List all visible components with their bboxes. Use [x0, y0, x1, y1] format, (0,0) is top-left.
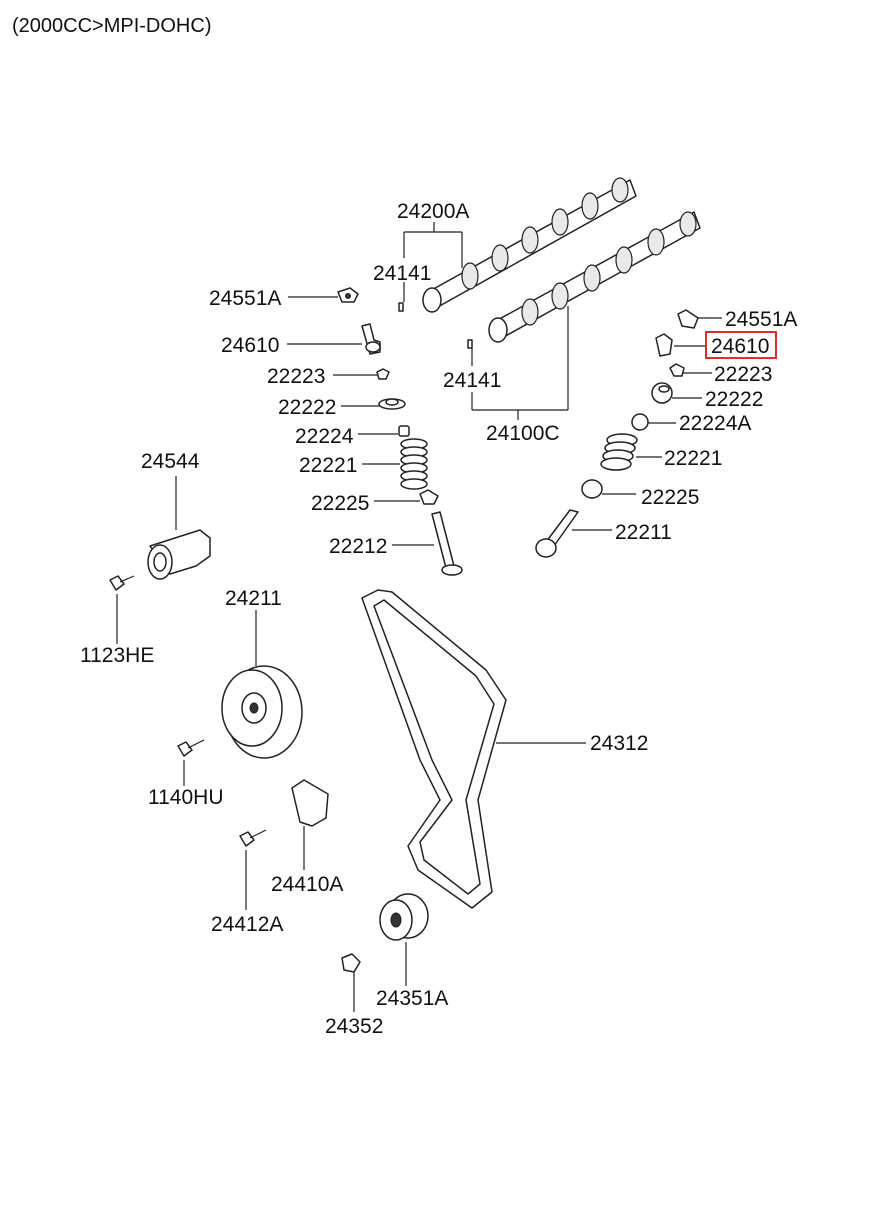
label-24200A[interactable]: 24200A	[397, 200, 469, 223]
label-24610-right[interactable]: 24610	[711, 335, 769, 358]
label-22221-left[interactable]: 22221	[299, 454, 357, 477]
label-22225-left[interactable]: 22225	[311, 492, 369, 515]
part-22222-right[interactable]	[651, 382, 673, 404]
label-24141-mid[interactable]: 24141	[443, 369, 501, 392]
label-24410A[interactable]: 24410A	[271, 873, 343, 896]
label-24551A-right[interactable]: 24551A	[725, 308, 797, 331]
label-22212[interactable]: 22212	[329, 535, 387, 558]
part-24544-tensioner[interactable]	[147, 529, 211, 580]
part-22222-left[interactable]	[378, 398, 406, 410]
camshaft-exhaust[interactable]	[488, 211, 701, 343]
label-24352[interactable]: 24352	[325, 1015, 383, 1038]
label-22223-right[interactable]: 22223	[714, 363, 772, 386]
diagram-title: (2000CC>MPI-DOHC)	[12, 15, 211, 37]
part-24610-right[interactable]	[655, 333, 673, 357]
part-24551A-right[interactable]	[677, 309, 699, 329]
part-22211-valve[interactable]	[535, 509, 579, 558]
label-24141-top[interactable]: 24141	[373, 262, 431, 285]
label-24312[interactable]: 24312	[590, 732, 648, 755]
label-1140HU[interactable]: 1140HU	[148, 786, 224, 809]
part-1140HU-bolt[interactable]	[177, 739, 205, 757]
label-22211[interactable]: 22211	[615, 521, 672, 544]
highlight-box-24610	[705, 331, 777, 359]
label-24412A[interactable]: 24412A	[211, 913, 283, 936]
label-22225-right[interactable]: 22225	[641, 486, 699, 509]
part-22225-right[interactable]	[581, 479, 603, 499]
part-24141-pin-top[interactable]	[398, 302, 404, 312]
part-24352-key[interactable]	[341, 953, 361, 973]
part-22221-right-spring[interactable]	[600, 433, 638, 471]
label-24551A-left[interactable]: 24551A	[209, 287, 281, 310]
label-24351A[interactable]: 24351A	[376, 987, 448, 1010]
label-22223-left[interactable]: 22223	[267, 365, 325, 388]
part-22212-valve[interactable]	[431, 511, 463, 576]
camshaft-intake[interactable]	[422, 177, 637, 313]
part-24410A-bracket[interactable]	[291, 779, 329, 827]
callout-24200A	[403, 222, 463, 302]
part-24312-timing-belt[interactable]	[361, 589, 507, 909]
part-24412A-bolt[interactable]	[239, 829, 267, 847]
part-22223-right[interactable]	[669, 363, 685, 377]
part-24141-pin-mid[interactable]	[467, 339, 473, 349]
label-24100C[interactable]: 24100C	[486, 422, 560, 445]
label-24544[interactable]: 24544	[141, 450, 200, 473]
part-24211-sprocket[interactable]	[221, 665, 303, 759]
part-24351A-crank-sprocket[interactable]	[379, 893, 429, 941]
part-22225-left[interactable]	[419, 489, 439, 505]
label-22222-right[interactable]: 22222	[705, 388, 763, 411]
label-22221-right[interactable]: 22221	[664, 447, 722, 470]
part-22223-left[interactable]	[376, 368, 390, 380]
part-22224-left[interactable]	[398, 425, 410, 437]
label-22224-left[interactable]: 22224	[295, 425, 354, 448]
label-22224A[interactable]: 22224A	[679, 412, 751, 435]
label-24610-left[interactable]: 24610	[221, 334, 279, 357]
label-22222-left[interactable]: 22222	[278, 396, 336, 419]
part-1123HE-bolt[interactable]	[109, 575, 135, 591]
part-24610-left[interactable]	[361, 323, 381, 355]
callout-24100C	[471, 306, 569, 420]
label-24211[interactable]: 24211	[225, 587, 282, 610]
part-22224A[interactable]	[631, 413, 649, 431]
part-22221-left-spring[interactable]	[400, 438, 428, 490]
label-1123HE[interactable]: 1123HE	[80, 644, 154, 667]
